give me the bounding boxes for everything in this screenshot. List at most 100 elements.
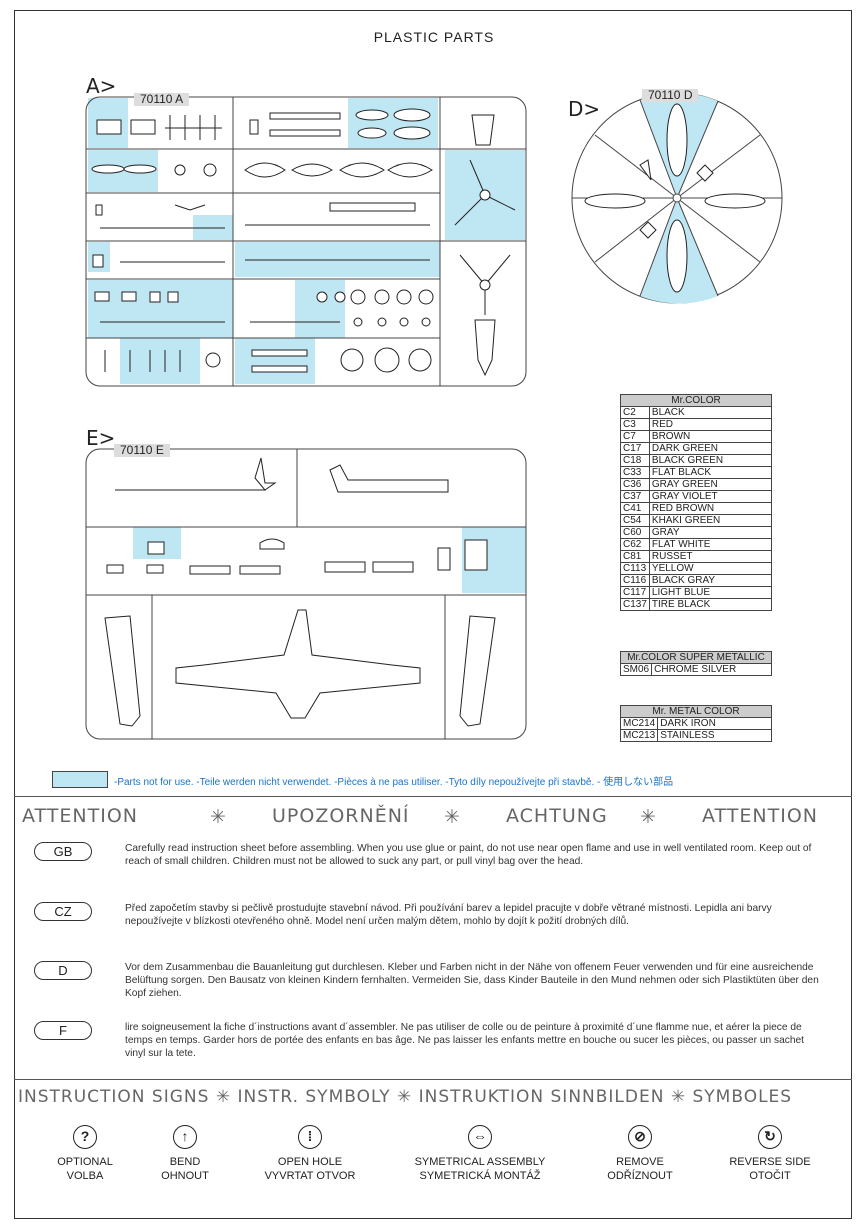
language-badge-gb: GB xyxy=(34,842,92,861)
warning-text-f: lire soigneusement la fiche d´instructio… xyxy=(125,1022,804,1059)
attention-heading-fr: ATTENTION xyxy=(702,805,818,827)
color-code: C81 xyxy=(620,550,650,563)
color-code: C18 xyxy=(620,454,650,467)
sign-label: REVERSE SIDE xyxy=(729,1156,811,1168)
sign-bend: ↑ BEND OHNOUT xyxy=(140,1125,230,1183)
color-code: C7 xyxy=(620,430,650,443)
sign-reverse: ↻ REVERSE SIDE OTOČIT xyxy=(715,1125,825,1183)
color-code: C41 xyxy=(620,502,650,515)
color-name: DARK GREEN xyxy=(648,442,773,455)
color-code: C62 xyxy=(620,538,650,551)
color-name: GRAY VIOLET xyxy=(648,490,773,503)
reverse-icon: ↻ xyxy=(758,1125,782,1149)
color-name: GRAY xyxy=(648,526,773,539)
color-name: LIGHT BLUE xyxy=(648,586,773,599)
color-name: FLAT WHITE xyxy=(648,538,773,551)
color-name: RUSSET xyxy=(648,550,773,563)
attention-heading-en: ATTENTION xyxy=(22,805,138,827)
sprue-e-code: 70110 E xyxy=(114,444,170,457)
instruction-signs-heading: INSTRUCTION SIGNS ✳ INSTR. SYMBOLY ✳ INS… xyxy=(18,1087,793,1107)
remove-icon: ⊘ xyxy=(628,1125,652,1149)
language-badge-cz: CZ xyxy=(34,902,92,921)
color-name: CHROME SILVER xyxy=(651,663,772,676)
sprue-a-letter: A> xyxy=(86,74,117,98)
sign-label: ODŘÍZNOUT xyxy=(607,1170,673,1182)
color-code: C37 xyxy=(620,490,650,503)
heading-separator: ✳ xyxy=(444,806,461,828)
sprue-e xyxy=(85,448,527,740)
warning-text-cz: Před započetím stavby si pečlivě prostud… xyxy=(125,903,772,927)
page-frame xyxy=(14,10,852,1219)
sign-open-hole: ⁞ OPEN HOLE VYVRTAT OTVOR xyxy=(245,1125,375,1183)
sign-optional: ? OPTIONAL VOLBA xyxy=(40,1125,130,1183)
color-code: C117 xyxy=(620,586,650,599)
color-name: STAINLESS xyxy=(657,729,772,742)
color-name: TIRE BLACK xyxy=(648,598,773,611)
color-code: MC214 xyxy=(619,717,659,730)
unused-parts-swatch xyxy=(52,771,108,788)
color-name: RED xyxy=(648,418,773,431)
sprue-a-code: 70110 A xyxy=(134,93,190,106)
color-code: C116 xyxy=(620,574,650,587)
attention-heading-de: ACHTUNG xyxy=(506,805,608,827)
metal-color-title: Mr. METAL COLOR xyxy=(620,705,772,718)
sign-label: VOLBA xyxy=(66,1170,104,1182)
language-badge-f: F xyxy=(34,1021,92,1040)
sign-remove: ⊘ REMOVE ODŘÍZNOUT xyxy=(590,1125,690,1183)
sprue-e-letter: E> xyxy=(86,426,116,450)
color-name: KHAKI GREEN xyxy=(648,514,773,527)
color-code: C3 xyxy=(620,418,650,431)
color-code: C36 xyxy=(620,478,650,491)
color-name: DARK IRON xyxy=(657,717,772,730)
warning-text-d: Vor dem Zusammenbau die Bauanleitung gut… xyxy=(125,962,819,999)
sign-label: SYMETRICKÁ MONTÁŽ xyxy=(419,1170,541,1182)
sign-label: OPEN HOLE xyxy=(277,1156,343,1168)
unused-parts-note: -Parts not for use. -Teile werden nicht … xyxy=(114,777,674,788)
mr-color-title: Mr.COLOR xyxy=(620,394,772,407)
color-name: FLAT BLACK xyxy=(648,466,773,479)
color-code: C137 xyxy=(620,598,650,611)
color-code: C54 xyxy=(620,514,650,527)
heading-separator: ✳ xyxy=(640,806,657,828)
divider xyxy=(14,796,852,797)
sign-label: REMOVE xyxy=(616,1156,664,1168)
symmetrical-icon: ⇔ xyxy=(468,1125,492,1149)
sign-label: VYVRTAT OTVOR xyxy=(264,1170,356,1182)
color-name: YELLOW xyxy=(648,562,773,575)
sprue-d xyxy=(571,92,783,304)
color-code: MC213 xyxy=(619,729,659,742)
heading-separator: ✳ xyxy=(210,806,227,828)
color-name: BLACK GRAY xyxy=(648,574,773,587)
sprue-d-letter: D> xyxy=(568,97,601,121)
sign-label: OTOČIT xyxy=(749,1170,791,1182)
open-hole-icon: ⁞ xyxy=(298,1125,322,1149)
divider xyxy=(14,1079,852,1080)
sign-symmetrical: ⇔ SYMETRICAL ASSEMBLY SYMETRICKÁ MONTÁŽ xyxy=(400,1125,560,1183)
color-name: BROWN xyxy=(648,430,773,443)
color-name: GRAY GREEN xyxy=(648,478,773,491)
sprue-d-code: 70110 D xyxy=(642,89,699,102)
sign-label: SYMETRICAL ASSEMBLY xyxy=(414,1156,546,1168)
color-name: RED BROWN xyxy=(648,502,773,515)
color-code: C33 xyxy=(620,466,650,479)
color-code: C113 xyxy=(620,562,650,575)
sign-label: OPTIONAL xyxy=(57,1156,113,1168)
color-code: SM06 xyxy=(619,663,653,676)
